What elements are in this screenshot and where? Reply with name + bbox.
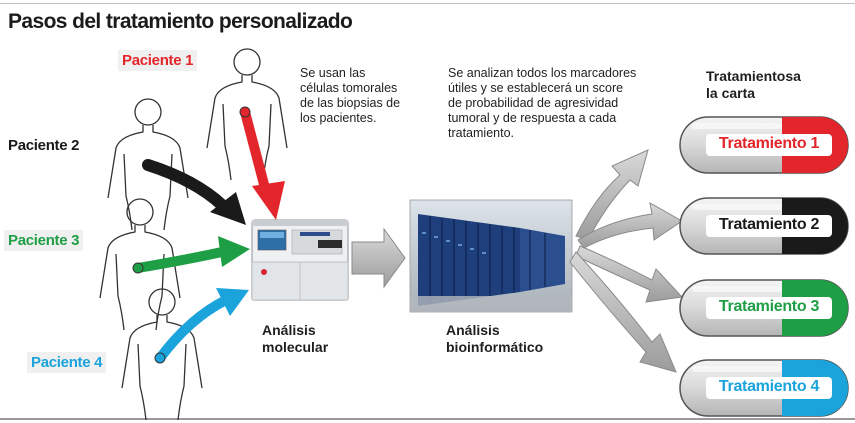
step-label-line: molecular [262, 339, 329, 355]
note-cells-line: células tomorales [300, 81, 398, 95]
biopsy-arrow-1 [239, 106, 285, 220]
patient-label-4: Paciente 4 [27, 352, 107, 373]
note-cells-line: Se usan las [300, 66, 366, 80]
step-label-line: bioinformático [446, 339, 544, 355]
top-rule [0, 3, 855, 4]
treatments-title: Tratamientosa la carta [706, 68, 801, 102]
note-cells-line: de las biopsias de [300, 96, 401, 110]
page-title: Pasos del tratamiento personalizado [8, 10, 353, 33]
bottom-rule [0, 418, 855, 420]
note-markers-line: tumoral y de respuesta a cada [448, 111, 617, 125]
note-markers: Se analizan todos los marcadores útiles … [448, 66, 636, 141]
biopsy-arrow-2 [142, 159, 246, 225]
note-markers-line: útiles y se establecerá un score [448, 81, 624, 95]
note-markers-line: de probabilidad de agresividad [448, 96, 619, 110]
note-markers-line: Se analizan todos los marcadores [448, 66, 637, 80]
biopsy-arrow-4 [154, 288, 249, 364]
note-cells: Se usan las células tomorales de las bio… [300, 66, 400, 126]
treatment-label-2: Tratamiento 2 [718, 216, 820, 233]
treatment-label-3: Tratamiento 3 [718, 298, 820, 315]
pill-3 [679, 279, 849, 337]
treatment-arrows [569, 149, 684, 373]
note-cells-line: los pacientes. [300, 111, 377, 125]
step-label-line: Análisis [262, 322, 316, 338]
patient-label-2: Paciente 2 [8, 137, 80, 154]
treatment-label-4: Tratamiento 4 [718, 378, 820, 395]
step-label-line: Análisis [446, 322, 500, 338]
treatments-title-line: la carta [706, 85, 756, 101]
server-room-image [409, 199, 573, 313]
arrow-to-bioinformatics [351, 227, 406, 289]
treatments-title-line: Tratamientosa [706, 68, 801, 84]
step-label-molecular: Análisis molecular [262, 322, 328, 356]
patient-label-3: Paciente 3 [4, 230, 84, 251]
note-markers-line: tratamiento. [448, 126, 515, 140]
pill-2 [679, 197, 849, 255]
pill-1 [679, 116, 849, 174]
sequencer-machine [251, 219, 349, 301]
pill-4 [679, 359, 849, 417]
step-label-bioinformatic: Análisis bioinformático [446, 322, 543, 356]
treatment-label-1: Tratamiento 1 [718, 135, 820, 152]
biopsy-arrow-3 [132, 236, 250, 274]
patient-label-1: Paciente 1 [118, 50, 198, 71]
